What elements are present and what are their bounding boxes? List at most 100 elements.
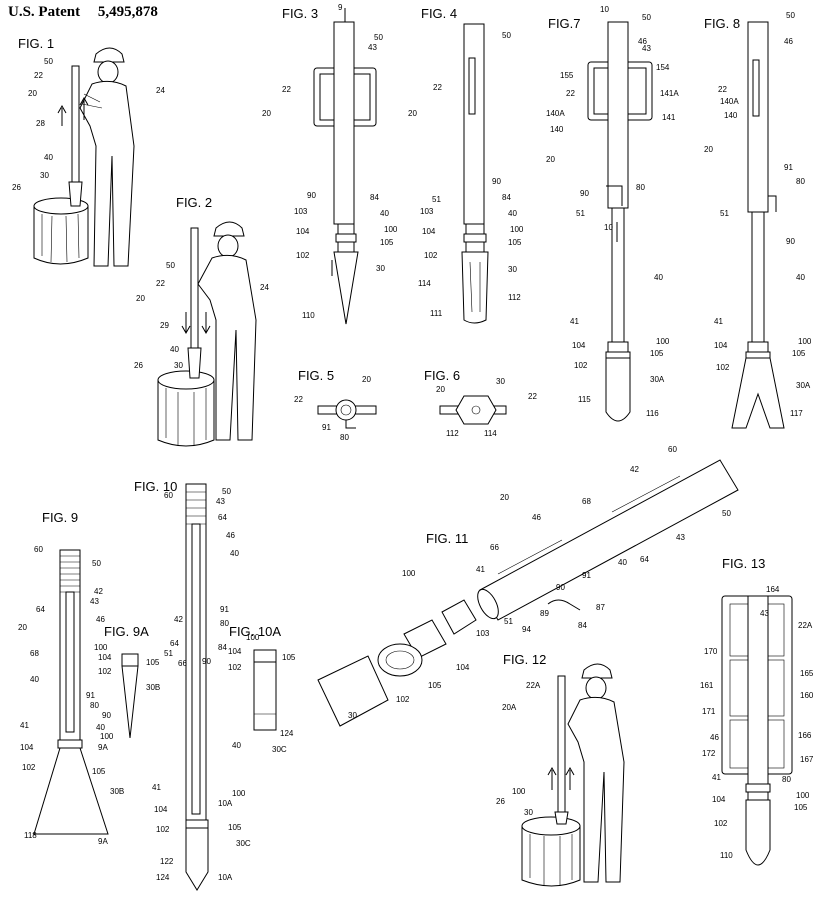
ref-20: 20	[18, 623, 27, 632]
ref-41: 41	[476, 565, 485, 574]
ref-42: 42	[94, 587, 103, 596]
ref-68: 68	[30, 649, 39, 658]
fig-11-drawing: 60 42 20 68 50 46 43 66 40 64 41 91 100 …	[317, 445, 739, 727]
ref-104: 104	[422, 227, 436, 236]
ref-30: 30	[348, 711, 357, 720]
fig-9-title: FIG. 9	[42, 510, 79, 525]
ref-155: 155	[560, 71, 574, 80]
ref-100: 100	[94, 643, 108, 652]
ref-103: 103	[476, 629, 490, 638]
ref-102: 102	[98, 667, 112, 676]
ref-80: 80	[796, 177, 805, 186]
ref-167: 167	[800, 755, 814, 764]
fig-2-drawing: 50 22 20 29 24 40 30 26	[134, 221, 269, 447]
ref-64: 64	[170, 639, 179, 648]
fig-10a-title: FIG. 10A	[229, 624, 282, 639]
fig-7-title: FIG.7	[548, 16, 581, 31]
ref-20: 20	[704, 145, 713, 154]
ref-111: 111	[430, 309, 443, 318]
ref-40: 40	[796, 273, 805, 282]
ref-102: 102	[574, 361, 588, 370]
ref-114: 114	[418, 279, 431, 288]
ref-104: 104	[456, 663, 470, 672]
ref-43: 43	[216, 497, 225, 506]
fig-12-title: FIG. 12	[503, 652, 547, 667]
ref-100: 100	[510, 225, 524, 234]
ref-90: 90	[786, 237, 795, 246]
ref-22: 22	[528, 392, 537, 401]
ref-90: 90	[307, 191, 316, 200]
ref-91: 91	[582, 571, 591, 580]
ref-41: 41	[152, 783, 161, 792]
ref-91: 91	[220, 605, 229, 614]
ref-90: 90	[580, 189, 589, 198]
ref-60: 60	[34, 545, 43, 554]
ref-22: 22	[282, 85, 291, 94]
ref-160: 160	[800, 691, 814, 700]
ref-100: 100	[402, 569, 416, 578]
ref-30B: 30B	[146, 683, 160, 692]
ref-116: 116	[646, 409, 659, 418]
ref-89: 89	[540, 609, 549, 618]
ref-166: 166	[798, 731, 812, 740]
ref-100: 100	[796, 791, 810, 800]
ref-104: 104	[296, 227, 310, 236]
ref-30: 30	[508, 265, 517, 274]
ref-90: 90	[492, 177, 501, 186]
ref-40: 40	[654, 273, 663, 282]
ref-80: 80	[340, 433, 349, 442]
ref-140: 140	[724, 111, 738, 120]
fig-4-title: FIG. 4	[421, 6, 458, 21]
ref-50: 50	[786, 11, 795, 20]
ref-105: 105	[794, 803, 808, 812]
fig-7-drawing: 10 50 46 43 155 154 22 141A 140A 141 140…	[546, 5, 679, 422]
ref-41: 41	[20, 721, 29, 730]
ref-9A: 9A	[98, 837, 108, 846]
ref-43: 43	[676, 533, 685, 542]
ref-30A: 30A	[650, 375, 665, 384]
ref-30C: 30C	[236, 839, 251, 848]
fig-10a-drawing: 100 104 105 102 124 30C	[228, 633, 296, 754]
ref-50: 50	[502, 31, 511, 40]
ref-124: 124	[156, 873, 170, 882]
patent-header: U.S. Patent 5,495,878	[8, 4, 172, 21]
ref-41: 41	[714, 317, 723, 326]
fig-10-drawing: 60 50 43 64 46 40 91 42 80 64 84 51 66 9…	[152, 483, 251, 891]
ref-64: 64	[36, 605, 45, 614]
ref-42: 42	[630, 465, 639, 474]
ref-100: 100	[656, 337, 670, 346]
ref-105: 105	[508, 238, 522, 247]
ref-124: 124	[280, 729, 294, 738]
ref-141: 141	[662, 113, 676, 122]
ref-140A: 140A	[546, 109, 565, 118]
ref-20A: 20A	[502, 703, 517, 712]
ref-84: 84	[502, 193, 511, 202]
ref-26: 26	[12, 183, 21, 192]
ref-9A: 9A	[98, 743, 108, 752]
ref-64: 64	[218, 513, 227, 522]
ref-102: 102	[424, 251, 438, 260]
fig-6-title: FIG. 6	[424, 368, 461, 383]
ref-66: 66	[178, 659, 187, 668]
ref-28: 28	[36, 119, 45, 128]
ref-102: 102	[22, 763, 36, 772]
ref-87: 87	[596, 603, 605, 612]
fig-2-title: FIG. 2	[176, 195, 213, 210]
ref-29: 29	[160, 321, 169, 330]
ref-105: 105	[650, 349, 664, 358]
ref-50: 50	[44, 57, 53, 66]
ref-100: 100	[232, 789, 246, 798]
ref-84: 84	[370, 193, 379, 202]
ref-84: 84	[218, 643, 227, 652]
fig-11-title: FIG. 11	[426, 531, 469, 546]
ref-46: 46	[638, 37, 647, 46]
ref-51: 51	[576, 209, 585, 218]
ref-90: 90	[556, 583, 565, 592]
ref-22: 22	[294, 395, 303, 404]
ref-40: 40	[44, 153, 53, 162]
ref-122: 122	[160, 857, 174, 866]
ref-30: 30	[174, 361, 183, 370]
ref-20: 20	[28, 89, 37, 98]
ref-41: 41	[570, 317, 579, 326]
ref-90: 90	[102, 711, 111, 720]
